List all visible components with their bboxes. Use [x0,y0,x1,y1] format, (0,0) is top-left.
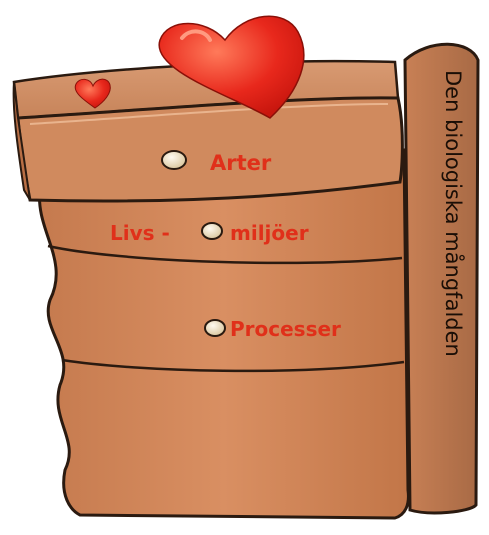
drawer-label-livs: Livs - [110,221,170,245]
drawer-knob-icon [205,320,225,336]
drawer-label-arter: Arter [210,151,272,175]
drawer-label-miljoer: miljöer [230,221,309,245]
drawer-knob-icon [202,223,222,239]
drawer-label-processer: Processer [230,317,341,341]
side-title: Den biologiska mångfalden [441,70,466,357]
chest-body [40,150,409,518]
drawer-knob-icon [162,151,186,169]
